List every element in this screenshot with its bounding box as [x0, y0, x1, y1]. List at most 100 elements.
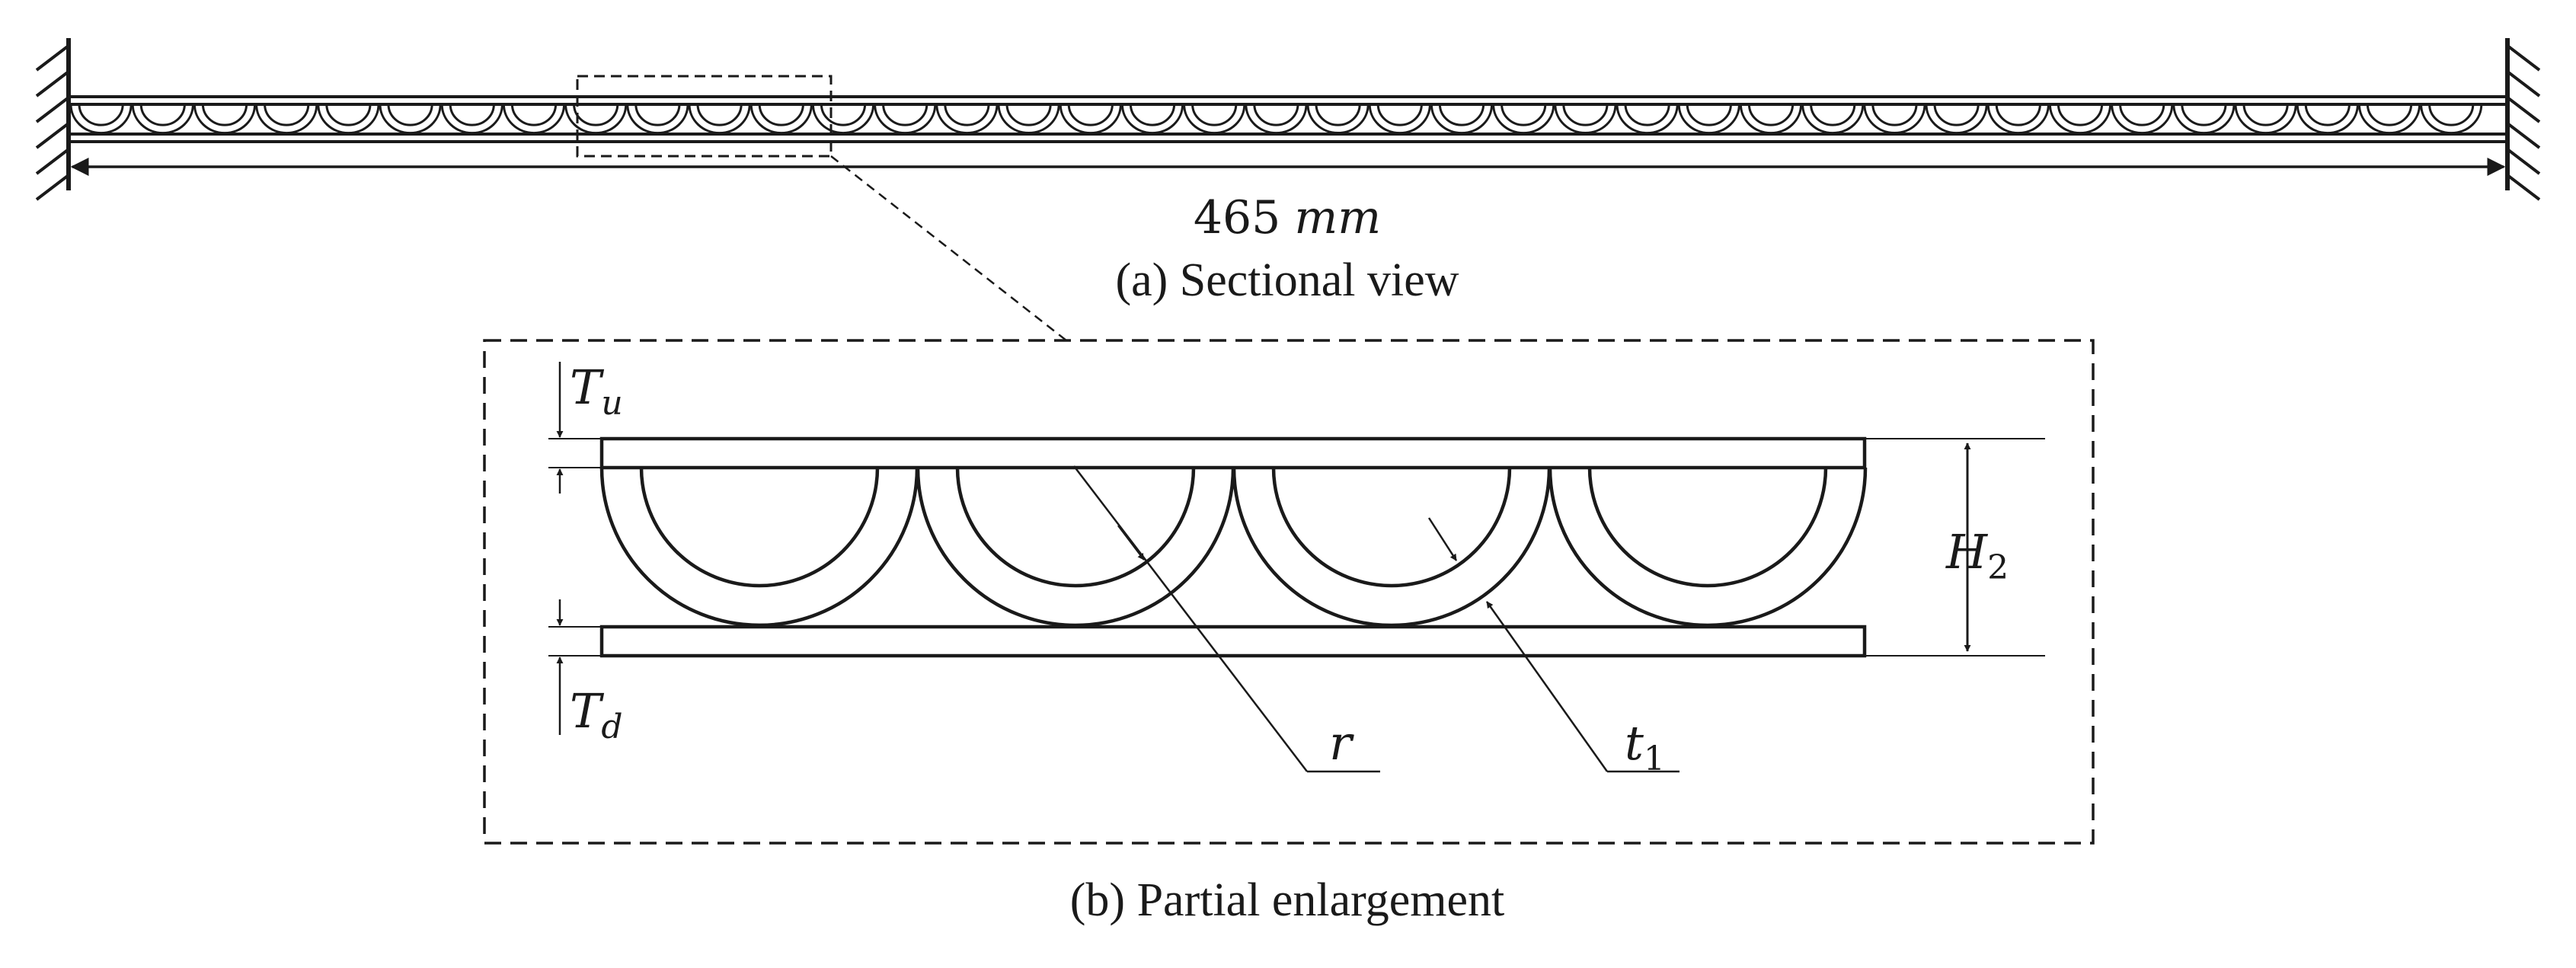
- beam-cell-inner: [1624, 104, 1670, 126]
- beam-cell-outer: [935, 104, 999, 135]
- beam-cell-inner: [1501, 104, 1547, 126]
- caption-sectional-view: (a) Sectional view: [1115, 254, 1459, 306]
- semicircular-core-cells: [599, 467, 1868, 628]
- beam-cell-inner: [634, 104, 681, 126]
- beam-cell-outer: [1739, 104, 1803, 135]
- beam-cell-outer: [1616, 104, 1679, 135]
- beam-face-sheets: [69, 95, 2507, 143]
- r-leader-line: [1073, 465, 1308, 772]
- beam-cell-outer: [1120, 104, 1184, 135]
- beam-cell-inner: [573, 104, 619, 126]
- cell-outer-arc: [916, 467, 1235, 628]
- hatch-line: [2506, 174, 2541, 201]
- sectional-view: 465 mm (a) Sectional view: [35, 38, 2541, 341]
- beam-cell-outer: [502, 104, 566, 135]
- right-fixed-support: [2505, 38, 2541, 201]
- beam-cell-inner: [1376, 104, 1423, 126]
- beam-cell-outer: [2357, 104, 2421, 135]
- hatch-line: [35, 44, 70, 72]
- beam-cell-outer: [2048, 104, 2112, 135]
- beam-cell-inner: [1686, 104, 1732, 126]
- beam-cell-outer: [1863, 104, 1926, 135]
- beam-cell-outer: [688, 104, 751, 135]
- beam-cell-outer: [1986, 104, 2050, 135]
- lower-face-sheet: [599, 625, 1867, 658]
- enlargement-frame: [483, 339, 2095, 845]
- beam-cell-outer: [1059, 104, 1122, 135]
- beam-cell-inner: [1933, 104, 1980, 126]
- beam-cell-outer: [2111, 104, 2174, 135]
- beam-cell-inner: [2366, 104, 2413, 126]
- label-Tu: Tu: [570, 359, 623, 423]
- label-Td: Td: [570, 683, 623, 746]
- beam-cell-outer: [131, 104, 194, 135]
- beam-cell-outer: [1306, 104, 1369, 135]
- beam-cell-inner: [510, 104, 558, 126]
- hatch-line: [2506, 44, 2541, 72]
- hatch-line: [2506, 96, 2541, 123]
- hatch-line: [2506, 70, 2541, 97]
- beam-cell-outer: [2296, 104, 2359, 135]
- beam-cell-inner: [78, 104, 124, 126]
- beam-cell-outer: [1925, 104, 1988, 135]
- beam-cell-outer: [749, 104, 813, 135]
- cell-inner-arc: [639, 467, 880, 588]
- cell-inner-arc: [1271, 467, 1512, 588]
- beam-cell-inner: [325, 104, 372, 126]
- beam-cell-inner: [264, 104, 310, 126]
- beam-cell-outer: [440, 104, 503, 135]
- beam-cell-outer: [2420, 104, 2483, 135]
- beam-cell-inner: [758, 104, 804, 126]
- beam-cell-outer: [1245, 104, 1308, 135]
- beam-cell-outer: [1492, 104, 1555, 135]
- beam-cell-outer: [255, 104, 318, 135]
- length-label: 465 mm: [1194, 191, 1381, 244]
- beam-cell-inner: [696, 104, 743, 126]
- beam-cell-outer: [1368, 104, 1431, 135]
- beam-cell-inner: [449, 104, 495, 126]
- beam-cell-inner: [1067, 104, 1114, 126]
- beam-cell-inner: [1995, 104, 2041, 126]
- beam-cell-inner: [1129, 104, 1176, 126]
- cell-inner-arc: [1587, 467, 1828, 588]
- upper-face-sheet: [599, 436, 1867, 470]
- beam-cell-outer: [379, 104, 442, 135]
- beam-cell-outer: [1430, 104, 1494, 135]
- label-t1: t1: [1625, 715, 1665, 778]
- beam-cell-outer: [811, 104, 875, 135]
- beam-cell-inner: [2304, 104, 2351, 126]
- cell-outer-arc: [1548, 467, 1868, 628]
- r-radius-arrow: [1117, 525, 1145, 561]
- beam-cell-inner: [2428, 104, 2475, 126]
- detail-region-box: [576, 75, 833, 158]
- partial-enlargement: H2 Tu Td r t1 (b) Partial enlargement: [483, 339, 2095, 926]
- beam-cell-inner: [1562, 104, 1609, 126]
- beam-cell-inner: [2181, 104, 2227, 126]
- beam-core-cells: [69, 104, 2483, 135]
- beam-cell-outer: [2172, 104, 2236, 135]
- left-fixed-support: [35, 38, 71, 201]
- beam-cell-outer: [626, 104, 689, 135]
- beam-cell-inner: [1810, 104, 1856, 126]
- beam-cell-outer: [2234, 104, 2297, 135]
- beam-cell-inner: [1747, 104, 1795, 126]
- beam-cell-inner: [882, 104, 928, 126]
- beam-cell-inner: [1191, 104, 1238, 126]
- beam-cell-outer: [997, 104, 1060, 135]
- hatch-line: [35, 174, 70, 201]
- beam-cell-inner: [201, 104, 248, 126]
- cell-outer-arc: [599, 467, 919, 628]
- beam-cell-inner: [1253, 104, 1299, 126]
- beam-cell-inner: [1871, 104, 1918, 126]
- beam-cell-outer: [1801, 104, 1865, 135]
- detail-leader-line: [830, 155, 1067, 341]
- beam-cell-inner: [387, 104, 433, 126]
- beam-cell-inner: [2242, 104, 2289, 126]
- label-H2: H2: [1945, 524, 2009, 587]
- t1-thickness-arrow: [1427, 517, 1458, 561]
- beam-cell-inner: [2119, 104, 2165, 126]
- beam-cell-outer: [1677, 104, 1740, 135]
- hatch-line: [2506, 148, 2541, 175]
- beam-cell-inner: [820, 104, 867, 126]
- beam-cell-outer: [317, 104, 380, 135]
